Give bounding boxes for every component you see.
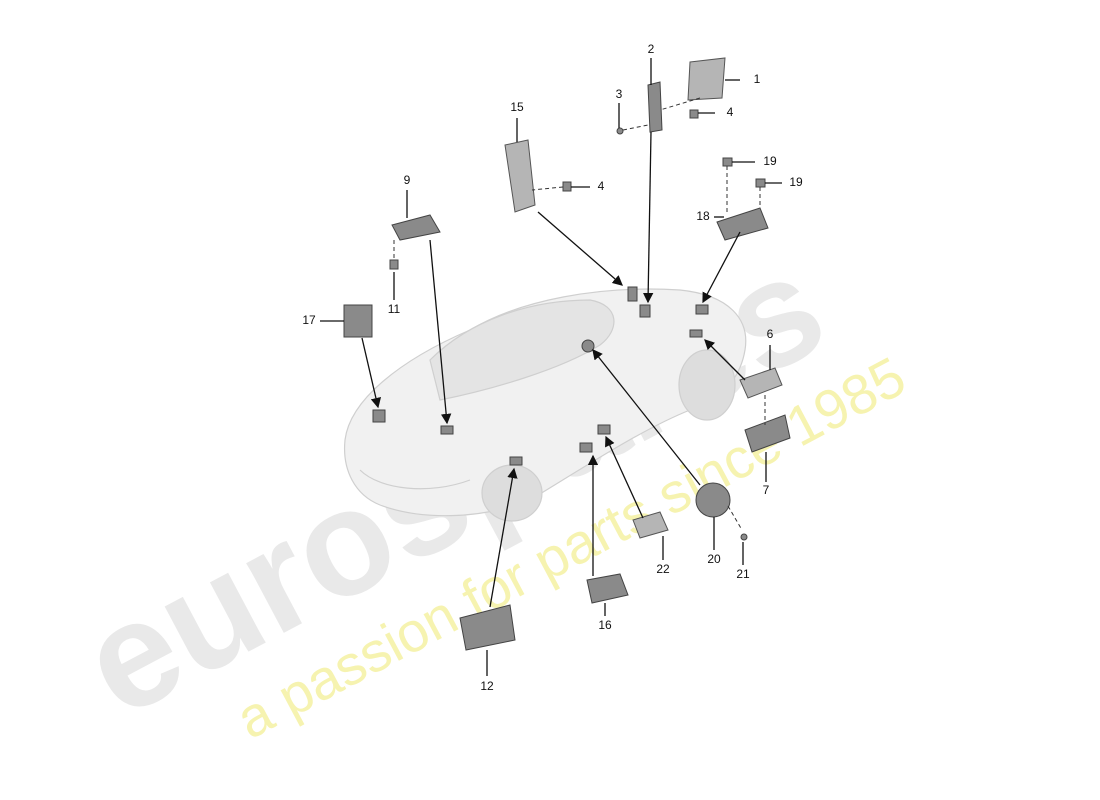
callout-21: 21 [736, 567, 750, 581]
part-22-module [632, 511, 669, 539]
callout-4: 4 [727, 105, 734, 119]
part-21-screw [740, 533, 748, 541]
callout-4b: 4 [598, 179, 605, 193]
callout-12: 12 [480, 679, 494, 693]
part-4-nut [689, 109, 699, 119]
part-6-module [739, 367, 783, 399]
part-9-module [391, 214, 441, 241]
callout-22: 22 [656, 562, 670, 576]
part-1 [687, 57, 726, 101]
vehicle-outline [343, 288, 747, 522]
callout-2: 2 [648, 42, 655, 56]
callout-16: 16 [598, 618, 612, 632]
part-20-horn [695, 482, 731, 518]
callout-labels: 1 2 3 4 15 4 19 19 18 9 11 17 6 7 20 21 … [302, 42, 803, 693]
component-parts [343, 57, 791, 651]
part-17-module [343, 304, 373, 338]
callout-19b: 19 [789, 175, 803, 189]
callout-7: 7 [763, 483, 770, 497]
part-11-nut [389, 259, 399, 270]
callout-11: 11 [388, 302, 401, 316]
part-2-bracket [647, 81, 663, 133]
callout-19: 19 [763, 154, 777, 168]
callout-18: 18 [696, 209, 710, 223]
part-18-module [716, 207, 769, 241]
part-7-bracket [744, 414, 791, 453]
part-19-nut [755, 178, 766, 188]
part-15 [504, 139, 536, 213]
part-4-nut [562, 181, 572, 192]
callout-20: 20 [707, 552, 721, 566]
callout-1: 1 [754, 72, 761, 86]
part-3-screw [616, 127, 624, 135]
leader-lines [320, 58, 782, 676]
callout-9: 9 [404, 173, 411, 187]
part-12-module [459, 604, 516, 651]
part-19-nut [722, 157, 733, 167]
callout-17: 17 [302, 313, 316, 327]
callout-3: 3 [616, 87, 623, 101]
callout-15: 15 [510, 100, 524, 114]
callout-6: 6 [767, 327, 774, 341]
part-16-module [586, 573, 629, 604]
